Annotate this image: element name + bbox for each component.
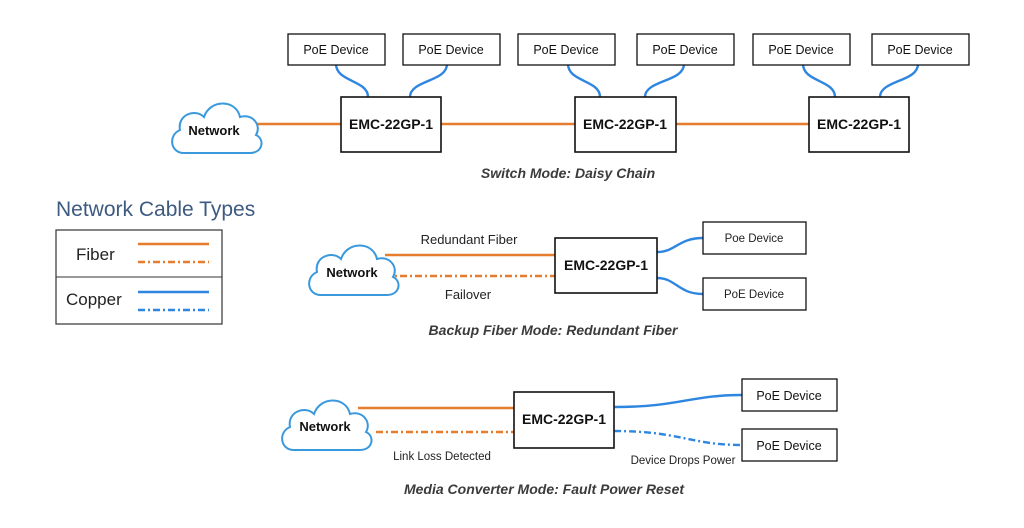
poe-device-label: PoE Device xyxy=(756,439,821,453)
copper-link xyxy=(878,63,920,98)
poe-device-box xyxy=(287,33,386,66)
daisy-chain-section: Network PoE Device PoE Device PoE Device… xyxy=(171,33,970,181)
switch-box xyxy=(808,96,910,153)
switch-box xyxy=(574,96,677,153)
copper-link xyxy=(613,393,743,409)
poe-device-label: PoE Device xyxy=(418,43,483,57)
switch-label: EMC-22GP-1 xyxy=(564,257,648,273)
poe-device-box xyxy=(517,33,616,66)
poe-device-label: PoE Device xyxy=(533,43,598,57)
poe-device-label: PoE Device xyxy=(756,389,821,403)
switch-label: EMC-22GP-1 xyxy=(522,411,606,427)
copper-link xyxy=(656,236,704,254)
poe-device-label: PoE Device xyxy=(724,289,784,301)
copper-link xyxy=(801,63,837,98)
copper-status-label: Device Drops Power xyxy=(631,455,736,467)
copper-link xyxy=(408,63,449,98)
section-caption: Switch Mode: Daisy Chain xyxy=(481,165,655,181)
network-label: Network xyxy=(299,419,351,434)
poe-device-label: PoE Device xyxy=(652,43,717,57)
legend-label-copper: Copper xyxy=(66,290,122,309)
copper-link xyxy=(334,63,370,98)
switch-label: EMC-22GP-1 xyxy=(583,116,667,132)
copper-link xyxy=(566,63,602,98)
section-caption: Backup Fiber Mode: Redundant Fiber xyxy=(429,322,679,338)
poe-device-label: Poe Device xyxy=(725,233,784,245)
primary-link-label: Redundant Fiber xyxy=(421,232,519,247)
poe-device-label: PoE Device xyxy=(303,43,368,57)
poe-device-label: PoE Device xyxy=(887,43,952,57)
switch-box xyxy=(513,391,615,449)
cloud-icon xyxy=(308,244,400,296)
poe-device-box xyxy=(702,221,807,255)
poe-device-box xyxy=(741,378,838,412)
network-label: Network xyxy=(188,123,240,138)
backup-link-label: Failover xyxy=(445,287,492,302)
switch-label: EMC-22GP-1 xyxy=(349,116,433,132)
switch-label: EMC-22GP-1 xyxy=(817,116,901,132)
legend-title: Network Cable Types xyxy=(56,198,255,221)
poe-device-box xyxy=(402,33,501,66)
legend-label-fiber: Fiber xyxy=(76,245,115,264)
cable-legend: Network Cable Types Fiber Copper xyxy=(55,198,255,325)
copper-link xyxy=(643,63,686,98)
switch-box xyxy=(340,96,442,153)
poe-device-box xyxy=(741,428,838,462)
copper-link xyxy=(656,276,704,296)
dropped-copper-link xyxy=(613,429,743,447)
network-label: Network xyxy=(326,265,378,280)
poe-device-box xyxy=(871,33,970,66)
poe-device-box xyxy=(636,33,735,66)
fiber-status-label: Link Loss Detected xyxy=(393,451,491,463)
section-caption: Media Converter Mode: Fault Power Reset xyxy=(404,481,685,497)
poe-device-box xyxy=(702,277,807,311)
fault-reset-section: Network EMC-22GP-1 Link Loss Detected De… xyxy=(281,378,838,497)
cloud-icon xyxy=(171,102,263,154)
poe-device-label: PoE Device xyxy=(768,43,833,57)
redundant-fiber-section: Network Redundant Fiber Failover EMC-22G… xyxy=(308,221,807,338)
switch-box xyxy=(554,237,658,294)
cloud-icon xyxy=(281,399,373,451)
poe-device-box xyxy=(752,33,851,66)
